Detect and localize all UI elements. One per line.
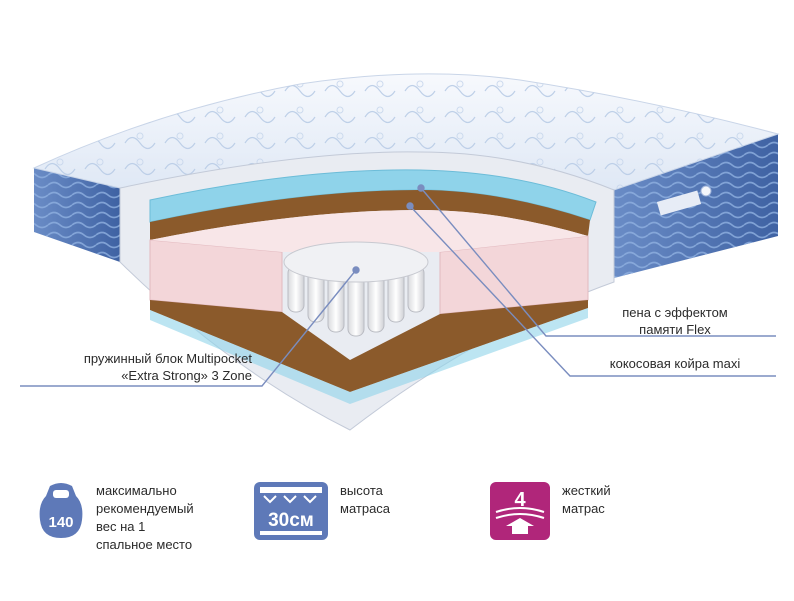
height-value: 30см (268, 510, 314, 531)
feature-height: 30см высота матраса (254, 482, 390, 545)
weight-value: 140 (48, 514, 73, 531)
feature-firmness: 4 жесткий матрас (490, 482, 611, 545)
coconut-label: кокосовая койра maxi (609, 356, 741, 371)
weight-text: максимально рекомендуемый вес на 1 спаль… (96, 483, 194, 552)
firmness-text: жесткий матрас (562, 483, 611, 516)
pointer-lines (20, 184, 776, 387)
pink-foam-left (149, 239, 283, 313)
feature-weight: 140 максимально рекомендуемый вес на 1 с… (38, 482, 194, 554)
coconut-coir-layer (150, 190, 590, 240)
height-icon: 30см (254, 482, 328, 545)
spring-block (283, 241, 429, 337)
spring-block-label: пружинный блок Multipocket «Extra Strong… (83, 351, 252, 383)
height-text: высота матраса (340, 483, 391, 516)
memory-foam-label: пена с эффектом памяти Flex (622, 305, 728, 337)
firmness-icon: 4 (490, 482, 550, 545)
firmness-value: 4 (514, 489, 526, 511)
weight-kettlebell-icon: 140 (38, 482, 84, 545)
